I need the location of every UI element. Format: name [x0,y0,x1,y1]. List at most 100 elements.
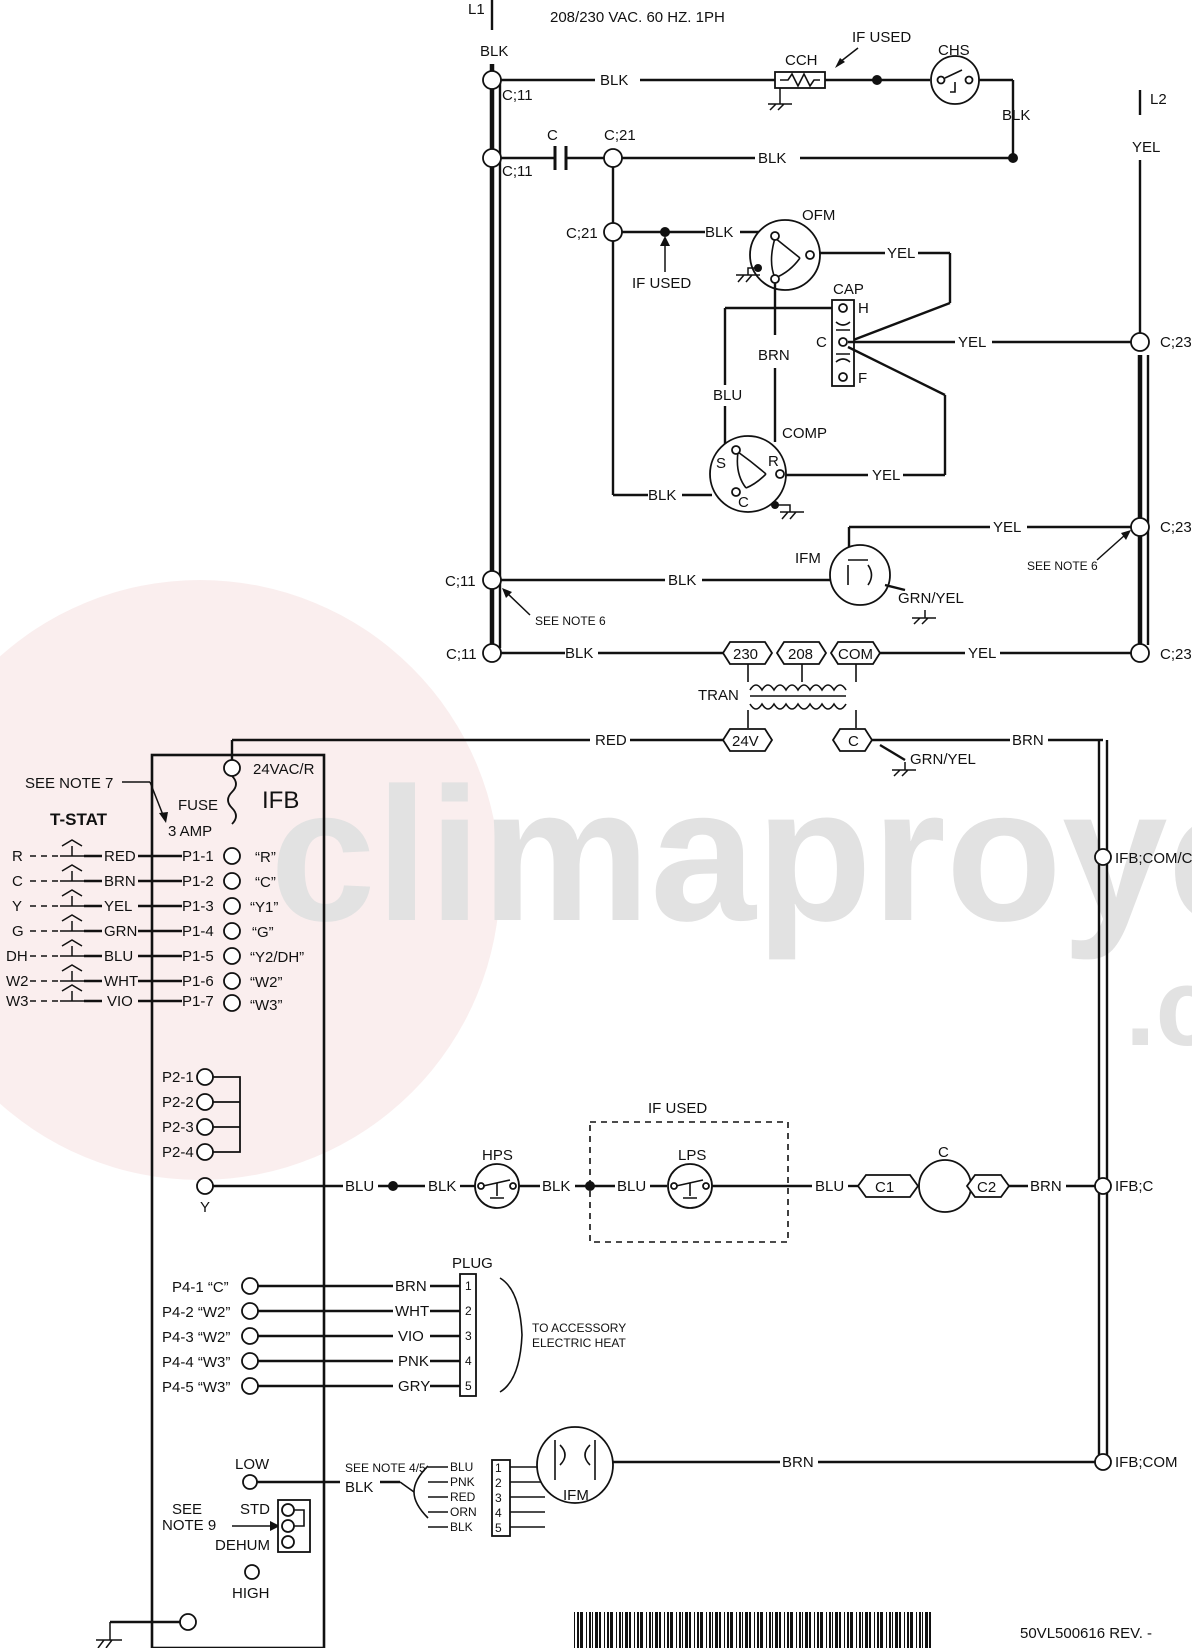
svg-text:YEL: YEL [887,245,915,262]
svg-text:Y: Y [200,1199,210,1216]
svg-text:P2-4: P2-4 [162,1144,194,1161]
barcode-bar [877,1612,879,1648]
ifm-bottom-label: IFM [563,1487,589,1504]
ifb-voltage-label: 24VAC/R [253,761,315,778]
barcode-bar [862,1612,863,1648]
barcode-bar [736,1612,737,1648]
p4-row-3: P4-3 “W2” VIO 3 [162,1327,472,1346]
document-number: 50VL500616 REV. - [1020,1625,1152,1642]
supply-spec: 208/230 VAC. 60 HZ. 1PH [550,9,725,26]
contactor-label: C [547,127,558,144]
tap-com [829,641,882,665]
barcode-bar [835,1612,838,1648]
lps-optional-box [589,1121,789,1243]
barcode-bar [869,1612,871,1648]
barcode-bar [802,1612,803,1648]
coil-c2 [965,1174,1011,1198]
barcode-bar [779,1612,781,1648]
svg-text:C;11: C;11 [502,163,533,180]
barcode-bar [925,1612,928,1648]
svg-text:3: 3 [495,1491,502,1505]
ifm-wire-3: RED 3 [450,1490,502,1505]
svg-text:W2: W2 [6,973,29,990]
speed-high-terminal [244,1564,260,1580]
svg-text:2: 2 [495,1476,502,1490]
barcode-bar [832,1612,833,1648]
barcode-bar [589,1612,591,1648]
barcode-bar [754,1612,755,1648]
transformer-label: TRAN [698,687,739,704]
barcode-bar [829,1612,831,1648]
svg-text:RED: RED [104,848,136,865]
p1-row-c: C BRN P1-2 “C” [12,864,276,891]
barcode-bar [784,1612,785,1648]
svg-text:P2-2: P2-2 [162,1094,194,1111]
svg-text:BLU: BLU [345,1178,374,1195]
tap-230 [721,641,774,665]
barcode-bar [766,1612,767,1648]
svg-text:IFB;COM: IFB;COM [1115,1454,1178,1471]
ifb-board [150,753,326,1648]
tap-208 [775,641,828,665]
barcode-bar [874,1612,875,1648]
barcode-bar [610,1612,613,1648]
svg-text:24V: 24V [732,733,759,750]
barcode-bar [719,1612,721,1648]
terminal-c11-a [482,70,502,90]
barcode-bar [709,1612,711,1648]
svg-text:P2-1: P2-1 [162,1069,194,1086]
barcode-bar [689,1612,691,1648]
svg-text:P1-7: P1-7 [182,993,214,1010]
barcode-bar [790,1612,793,1648]
svg-text:BLK: BLK [450,1520,473,1534]
ifb-ground-terminal [179,1613,197,1631]
ifm-wire-1: BLU 1 [450,1460,502,1475]
svg-text:P1-2: P1-2 [182,873,214,890]
ifb-name: IFB [262,787,299,814]
svg-text:BLK: BLK [345,1479,373,1496]
barcode-bar [640,1612,643,1648]
svg-text:COM: COM [838,646,873,663]
ifb-fuse-rating: 3 AMP [168,823,212,840]
barcode-bar [712,1612,713,1648]
l1-label: L1 [468,1,485,18]
l2-wire-label: YEL [1132,139,1160,156]
svg-text:“C”: “C” [255,874,276,891]
barcode-bar [929,1612,931,1648]
p4-row-2: P4-2 “W2” WHT 2 [162,1302,472,1321]
barcode-bar [586,1612,587,1648]
svg-text:230: 230 [733,646,758,663]
svg-text:GRN/YEL: GRN/YEL [910,751,976,768]
barcode-bar [826,1612,827,1648]
svg-text:C;21: C;21 [566,225,598,242]
speed-dehum: DEHUM [215,1537,270,1554]
p1-row-w2: W2 WHT P1-6 “W2” [6,964,283,991]
note45-label: SEE NOTE 4/5 [345,1461,426,1475]
barcode-bar [724,1612,725,1648]
svg-text:1: 1 [495,1461,502,1475]
barcode-bar [910,1612,913,1648]
svg-text:“W3”: “W3” [250,997,283,1014]
note6-right: SEE NOTE 6 [1027,559,1098,573]
watermark-logo: climaproyect .c [0,580,1192,1180]
barcode-bar [622,1612,623,1648]
barcode-bar [907,1612,909,1648]
svg-text:208: 208 [788,646,813,663]
indoor-fan-motor-top [829,544,891,606]
barcode-bar [652,1612,653,1648]
svg-text:YEL: YEL [993,519,1021,536]
svg-text:P1-5: P1-5 [182,948,214,965]
svg-text:C: C [848,733,859,750]
barcode-bar [847,1612,849,1648]
svg-text:BLK: BLK [428,1178,456,1195]
barcode-bar [844,1612,845,1648]
barcode-bar [892,1612,893,1648]
indoor-fan-motor-bottom [536,1426,614,1504]
barcode-bar [904,1612,905,1648]
barcode-bar [700,1612,703,1648]
svg-text:BLK: BLK [705,224,733,241]
terminal-c11-b [482,148,502,168]
p1-row-y: Y YEL P1-3 “Y1” [12,889,278,916]
svg-text:VIO: VIO [107,993,133,1010]
svg-text:“G”: “G” [252,924,274,941]
